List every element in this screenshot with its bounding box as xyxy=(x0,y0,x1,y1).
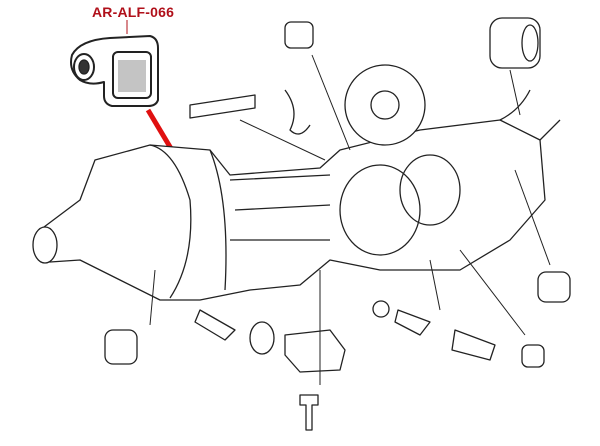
leader-lines xyxy=(149,54,551,385)
small-parts xyxy=(104,17,571,431)
mount-bushing-part xyxy=(70,35,159,107)
part-number-label: AR-ALF-066 xyxy=(92,4,175,20)
gearbox-housing xyxy=(32,64,561,301)
